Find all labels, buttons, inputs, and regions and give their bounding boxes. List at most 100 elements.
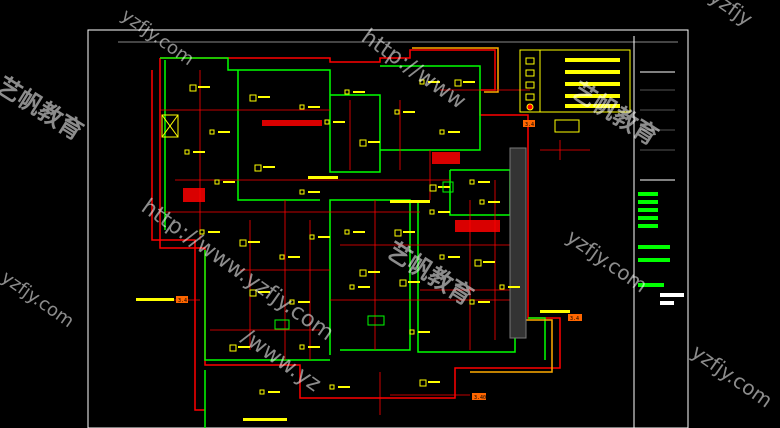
fixture-label-mark <box>208 231 220 233</box>
light-fixture-icon <box>299 344 305 350</box>
light-fixture-icon <box>299 189 305 195</box>
light-fixture-icon <box>469 299 475 305</box>
fixture-label-mark <box>368 141 380 143</box>
light-fixture-icon <box>199 229 205 235</box>
level-tag-bottom: 3.40 <box>474 395 486 401</box>
light-fixture-icon <box>249 94 257 102</box>
light-fixture-icon <box>309 234 315 240</box>
title-block <box>638 71 684 305</box>
fixture-label-mark <box>448 131 460 133</box>
fixture-label-mark <box>418 331 430 333</box>
drawing-frame <box>87 29 689 428</box>
light-fixture-icon <box>209 129 215 135</box>
level-tag-right: 3.4 <box>525 122 534 128</box>
level-tag-lower-right: 3.4 <box>570 316 579 322</box>
watermark-brand-right: 艺帆教育 <box>567 76 663 151</box>
light-fixture-icon <box>409 329 415 335</box>
light-fixture-icon <box>229 344 237 352</box>
light-fixture-icon <box>429 209 435 215</box>
fixture-label-mark <box>298 301 310 303</box>
light-fixture-icon <box>419 79 425 85</box>
fixture-label-mark <box>223 181 235 183</box>
light-fixture-icon <box>439 129 445 135</box>
fixture-label-mark <box>358 286 370 288</box>
light-fixture-icon <box>299 104 305 110</box>
light-fixture-icon <box>359 269 367 277</box>
fixture-label-mark <box>308 191 320 193</box>
light-fixture-icon <box>479 199 485 205</box>
light-fixture-icon <box>394 229 402 237</box>
light-fixture-icon <box>349 284 355 290</box>
fixture-label-mark <box>448 256 460 258</box>
dimension-bars <box>136 176 570 421</box>
light-fixture-icon <box>399 279 407 287</box>
fixture-label-mark <box>353 231 365 233</box>
fixture-label-mark <box>238 346 250 348</box>
fixture-label-mark <box>333 121 345 123</box>
symbol-legend-panel <box>519 49 631 133</box>
fixture-label-mark <box>488 201 500 203</box>
light-fixture-icon <box>239 239 247 247</box>
hatch-zones <box>183 120 500 232</box>
fixture-label-mark <box>268 391 280 393</box>
fixture-label-mark <box>218 131 230 133</box>
fixture-label-mark <box>428 81 440 83</box>
level-tag-mid: 3.4 <box>178 298 187 304</box>
level-tags: 3.4 3.4 3.40 3.4 <box>176 120 582 401</box>
light-fixture-icon <box>474 259 482 267</box>
fixture-label-mark <box>308 346 320 348</box>
switch-icon <box>274 181 454 330</box>
fixture-label-mark <box>263 166 275 168</box>
light-fixture-icon <box>419 379 427 387</box>
fixture-label-mark <box>483 261 495 263</box>
light-fixture-icon <box>344 89 350 95</box>
fixture-label-mark <box>338 386 350 388</box>
light-fixture-icon <box>254 164 262 172</box>
light-fixture-icon <box>214 179 220 185</box>
fixture-label-mark <box>403 111 415 113</box>
light-fixture-icon <box>184 79 520 395</box>
fixture-label-mark <box>288 256 300 258</box>
fixture-label-mark <box>248 241 260 243</box>
fixture-label-mark <box>438 186 450 188</box>
light-fixture-icon <box>324 119 330 125</box>
light-fixture-icon <box>394 109 400 115</box>
fixture-label-mark <box>403 231 415 233</box>
light-fixture-icon <box>259 389 265 395</box>
fixture-label-mark <box>438 211 450 213</box>
light-fixture-icon <box>359 139 367 147</box>
fixture-label-mark <box>463 81 475 83</box>
fixture-label-mark <box>353 91 365 93</box>
fixture-label-mark <box>368 271 380 273</box>
watermark-url-bottomright: yzfjy.com <box>687 339 777 412</box>
light-fixture-icon <box>429 184 437 192</box>
light-fixture-icon <box>289 299 295 305</box>
fixture-label-mark <box>308 106 320 108</box>
light-fixture-icon <box>329 384 335 390</box>
fixture-label-mark <box>198 86 210 88</box>
structural-column <box>161 114 527 339</box>
fixture-label-mark <box>258 291 270 293</box>
fixture-label-mark <box>408 281 420 283</box>
light-fixture-icon <box>249 289 257 297</box>
light-fixture-icon <box>499 284 505 290</box>
watermark-url-mid: http://www <box>357 24 471 114</box>
balcony-outlines <box>412 47 553 373</box>
light-fixture-icon <box>184 149 190 155</box>
watermark-url-left: yzfjy.com <box>0 267 78 332</box>
watermark-domain-topright: yzfjy <box>705 0 757 31</box>
fixture-label-mark <box>478 181 490 183</box>
watermark-brand-left: 艺帆教育 <box>0 71 88 146</box>
fixture-label-mark <box>258 96 270 98</box>
fixture-label-mark <box>428 381 440 383</box>
watermark-url-top: yzfjy.com <box>117 5 198 70</box>
light-fixture-icon <box>469 179 475 185</box>
light-fixture-icon <box>344 229 350 235</box>
light-fixture-icon <box>279 254 285 260</box>
light-fixture-icon <box>189 84 197 92</box>
light-fixture-icon <box>454 79 462 87</box>
fixture-label-mark <box>478 301 490 303</box>
fixture-label-mark <box>193 151 205 153</box>
fixture-label-mark <box>318 236 330 238</box>
